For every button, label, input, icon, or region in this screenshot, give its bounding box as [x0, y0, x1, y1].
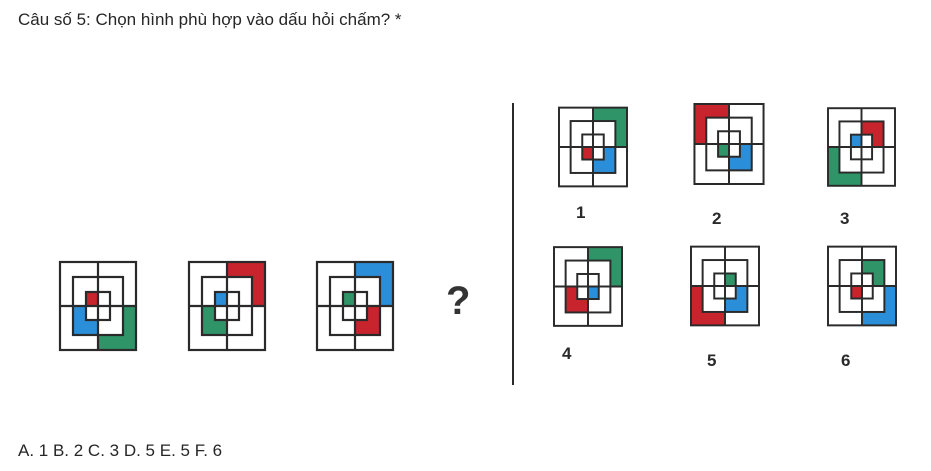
- option-figure-4: [553, 246, 623, 327]
- center-colored-quadrant: [718, 144, 729, 157]
- option-figure-1: [558, 106, 628, 188]
- option-label-6: 6: [841, 351, 851, 370]
- option-figure-6: [827, 245, 897, 327]
- inner-quadrant-cutout: [861, 134, 873, 147]
- center-colored-quadrant: [588, 286, 599, 300]
- inner-quadrant-cutout: [577, 286, 588, 300]
- inner-quadrant-cutout: [729, 144, 740, 157]
- inner-quadrant-cutout: [862, 273, 873, 286]
- option-label-1: 1: [576, 203, 586, 222]
- option-label-5: 5: [707, 351, 717, 370]
- center-colored-quadrant: [86, 292, 98, 306]
- divider-line: [512, 103, 514, 385]
- center-colored-quadrant: [582, 147, 593, 160]
- option-label-3: 3: [840, 209, 850, 228]
- option-figure-5: [690, 245, 760, 327]
- option-figure-3: [827, 107, 896, 187]
- center-colored-quadrant: [850, 134, 862, 147]
- sequence-figure-2: [187, 260, 267, 352]
- option-label-4: 4: [562, 344, 572, 363]
- inner-quadrant-cutout: [86, 306, 98, 320]
- center-colored-quadrant: [215, 292, 227, 306]
- center-colored-quadrant: [725, 273, 736, 286]
- answer-choices-text: A. 1 B. 2 C. 3 D. 5 E. 5 F. 6: [18, 441, 223, 460]
- sequence-figure-3: [315, 260, 395, 352]
- inner-quadrant-cutout: [215, 306, 227, 320]
- question-mark: ?: [446, 279, 471, 323]
- center-colored-quadrant: [851, 286, 862, 299]
- inner-quadrant-cutout: [355, 306, 367, 320]
- center-colored-quadrant: [343, 292, 355, 306]
- option-figure-2: [693, 103, 765, 185]
- inner-quadrant-cutout: [725, 286, 736, 299]
- question-title: Câu số 5: Chọn hình phù hợp vào dấu hỏi …: [18, 10, 402, 29]
- option-label-2: 2: [712, 209, 722, 228]
- sequence-figure-1: [58, 260, 138, 352]
- inner-quadrant-cutout: [593, 147, 604, 160]
